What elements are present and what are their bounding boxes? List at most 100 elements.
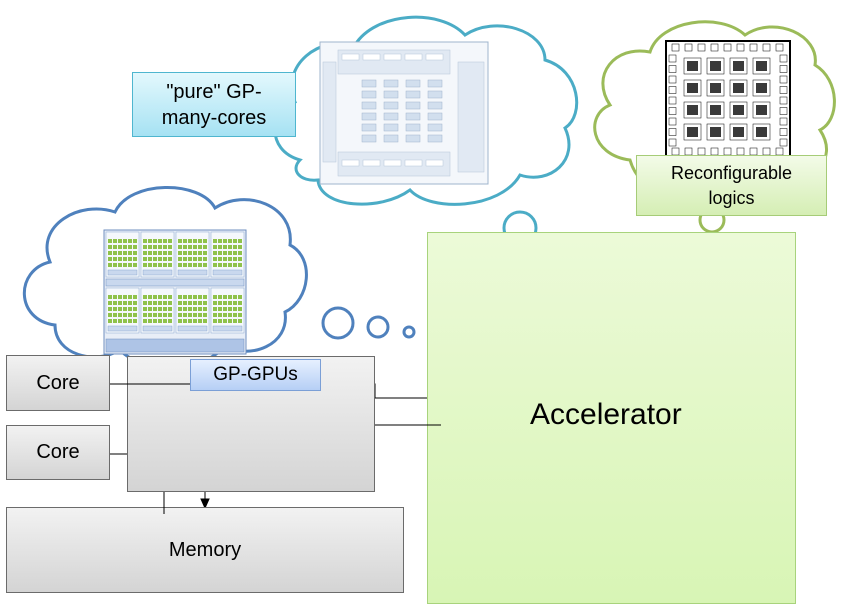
- gpu-core-cell: [178, 313, 182, 317]
- fpga-io-pad: [779, 65, 788, 73]
- gpu-core-cell: [218, 239, 222, 243]
- fpga-io-pad: [749, 147, 758, 156]
- gpu-core-cell: [108, 239, 112, 243]
- gpu-core-cell: [193, 313, 197, 317]
- gpu-core-cell: [188, 301, 192, 305]
- gpu-core-cell: [233, 263, 237, 267]
- gpu-core-cell: [238, 319, 242, 323]
- gpu-core-cell: [143, 245, 147, 249]
- gpu-core-cell: [153, 295, 157, 299]
- manycore-tile: [383, 101, 399, 110]
- gpu-core-cell: [123, 245, 127, 249]
- gpu-core-cell: [158, 301, 162, 305]
- gpu-core-cell: [193, 257, 197, 261]
- fpga-io-pad: [723, 147, 732, 156]
- gpu-core-cell: [153, 307, 157, 311]
- gpu-core-cell: [183, 251, 187, 255]
- manycore-io-block: [425, 53, 444, 61]
- gpu-core-cell: [113, 295, 117, 299]
- manycore-tile: [405, 112, 421, 121]
- gpu-core-cell: [143, 319, 147, 323]
- manycore-io-block: [425, 159, 444, 167]
- gpu-core-cell: [108, 301, 112, 305]
- gpu-core-cell: [118, 295, 122, 299]
- gpu-core-cell: [123, 319, 127, 323]
- manycore-tile: [383, 112, 399, 121]
- gpu-core-cell: [143, 251, 147, 255]
- gpu-core-cell: [168, 239, 172, 243]
- gpu-core-cell: [233, 251, 237, 255]
- accelerator-label: Accelerator: [530, 398, 682, 431]
- fpga-io-pad: [779, 117, 788, 126]
- manycore-tile: [361, 112, 377, 121]
- gpu-core-cell: [238, 251, 242, 255]
- gpu-core-cell: [233, 307, 237, 311]
- gpu-core-cell: [203, 251, 207, 255]
- gpu-core-cell: [233, 257, 237, 261]
- fpga-logic-core: [756, 61, 767, 71]
- gpu-core-cell: [133, 251, 137, 255]
- gpu-core-cell: [118, 245, 122, 249]
- fpga-io-pad: [779, 54, 788, 63]
- fpga-io-pad: [736, 43, 745, 52]
- gpu-core-cell: [113, 251, 117, 255]
- gpu-core-cell: [168, 257, 172, 261]
- fpga-io-pad: [779, 75, 788, 84]
- fpga-logic-core: [733, 127, 744, 137]
- gpu-core-cell: [108, 245, 112, 249]
- gpu-core-cell: [198, 319, 202, 323]
- gpu-core-cell: [183, 319, 187, 323]
- manycore-tile: [361, 79, 377, 88]
- gpu-core-cell: [158, 263, 162, 267]
- gpu-core-cell: [168, 295, 172, 299]
- gpu-core-cell: [168, 263, 172, 267]
- gpu-core-cell: [213, 257, 217, 261]
- gpu-core-cell: [203, 301, 207, 305]
- manycore-tile: [427, 112, 443, 121]
- fpga-logic-core: [710, 61, 721, 71]
- gpu-core-cell: [218, 307, 222, 311]
- manycore-tile: [427, 79, 443, 88]
- manycore-io-block: [383, 159, 402, 167]
- gpu-core-cell: [128, 295, 132, 299]
- manycore-tile: [383, 79, 399, 88]
- gpu-core-cell: [193, 295, 197, 299]
- gpu-core-cell: [223, 239, 227, 243]
- gpu-core-cell: [148, 263, 152, 267]
- gpu-core-cell: [213, 245, 217, 249]
- gpu-core-cell: [118, 301, 122, 305]
- gpu-core-cell: [198, 263, 202, 267]
- gpu-core-cell: [143, 295, 147, 299]
- gpu-core-cell: [228, 313, 232, 317]
- gpu-core-cell: [198, 295, 202, 299]
- gpu-l2-bar: [105, 278, 245, 287]
- gpu-core-cell: [213, 239, 217, 243]
- gpu-core-cell: [113, 263, 117, 267]
- gpu-core-cell: [213, 313, 217, 317]
- gpu-core-cell: [108, 251, 112, 255]
- gpu-core-cell: [133, 307, 137, 311]
- fpga-io-pad: [762, 43, 771, 52]
- gpu-core-cell: [228, 319, 232, 323]
- gpu-core-cell: [153, 301, 157, 305]
- fpga-logic-core: [710, 127, 721, 137]
- gpu-core-cell: [168, 307, 172, 311]
- fpga-logic-core: [756, 83, 767, 93]
- gpu-core-cell: [188, 313, 192, 317]
- gpu-core-cell: [108, 313, 112, 317]
- gpu-core-cell: [108, 295, 112, 299]
- gpu-core-cell: [218, 251, 222, 255]
- gpu-core-cell: [113, 319, 117, 323]
- gpu-core-cell: [153, 313, 157, 317]
- fpga-io-pad: [684, 147, 693, 156]
- gpu-l1-bar: [107, 269, 138, 276]
- gpu-core-cell: [108, 257, 112, 261]
- gpu-core-cell: [223, 307, 227, 311]
- gpu-core-cell: [183, 257, 187, 261]
- gpu-core-cell: [133, 263, 137, 267]
- gpu-core-cell: [153, 263, 157, 267]
- manycore-tile: [427, 123, 443, 132]
- gpu-core-cell: [143, 239, 147, 243]
- gpu-core-cell: [238, 307, 242, 311]
